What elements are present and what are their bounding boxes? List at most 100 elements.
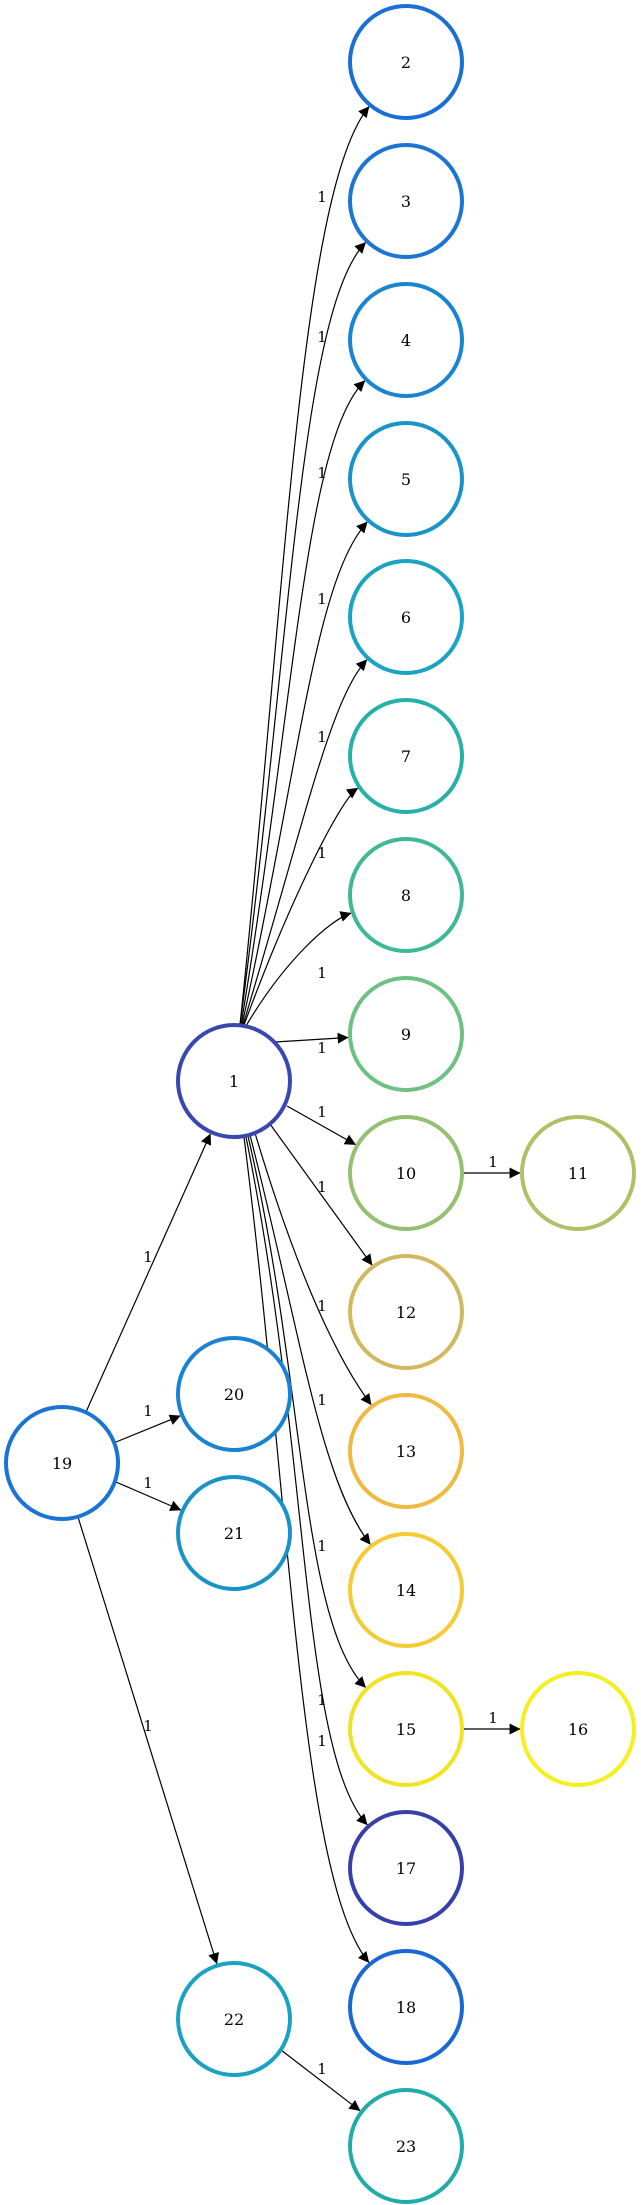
edge-line — [286, 1105, 356, 1146]
node-16[interactable]: 16 — [520, 1671, 636, 1787]
edge-line — [243, 1136, 370, 1963]
node-7[interactable]: 7 — [348, 698, 464, 814]
node-label: 21 — [224, 1524, 244, 1543]
edge-10-11: 1 — [462, 1153, 521, 1179]
edge-line — [280, 2049, 361, 2112]
edge-1-5: 1 — [241, 521, 368, 1026]
node-circle[interactable] — [348, 1671, 464, 1787]
node-9[interactable]: 9 — [348, 976, 464, 1092]
edge-1-15: 1 — [247, 1135, 366, 1688]
node-circle[interactable] — [176, 1023, 292, 1139]
node-label: 2 — [401, 53, 411, 72]
node-circle[interactable] — [348, 1949, 464, 2065]
node-label: 20 — [224, 1385, 244, 1404]
node-circle[interactable] — [348, 1393, 464, 1509]
edge-1-4: 1 — [240, 380, 366, 1026]
node-circle[interactable] — [520, 1671, 636, 1787]
edge-weight-label: 1 — [317, 328, 327, 346]
edge-1-2: 1 — [239, 106, 370, 1026]
edge-weight-label: 1 — [317, 590, 327, 608]
node-22[interactable]: 22 — [176, 1961, 292, 2077]
node-label: 19 — [52, 1454, 72, 1473]
edge-19-1: 1 — [85, 1133, 212, 1413]
edge-1-9: 1 — [274, 1032, 349, 1057]
edge-weight-label: 1 — [317, 188, 327, 206]
edge-line — [241, 521, 368, 1026]
node-13[interactable]: 13 — [348, 1393, 464, 1509]
node-23[interactable]: 23 — [348, 2088, 464, 2204]
node-circle[interactable] — [348, 837, 464, 953]
edge-1-7: 1 — [243, 787, 359, 1026]
node-label: 22 — [224, 2010, 244, 2029]
node-2[interactable]: 2 — [348, 4, 464, 120]
node-circle[interactable] — [520, 1115, 636, 1231]
node-circle[interactable] — [348, 976, 464, 1092]
node-6[interactable]: 6 — [348, 559, 464, 675]
node-circle[interactable] — [348, 143, 464, 259]
node-circle[interactable] — [348, 1532, 464, 1648]
node-10[interactable]: 10 — [348, 1115, 464, 1231]
node-label: 17 — [396, 1859, 416, 1878]
node-5[interactable]: 5 — [348, 421, 464, 537]
node-circle[interactable] — [4, 1405, 120, 1521]
edge-1-10: 1 — [286, 1103, 356, 1146]
node-circle[interactable] — [348, 1254, 464, 1370]
node-label: 12 — [396, 1303, 416, 1322]
node-circle[interactable] — [176, 1961, 292, 2077]
node-circle[interactable] — [348, 2088, 464, 2204]
node-circle[interactable] — [348, 4, 464, 120]
node-14[interactable]: 14 — [348, 1532, 464, 1648]
node-label: 3 — [401, 192, 411, 211]
edge-line — [240, 380, 366, 1026]
edge-1-6: 1 — [242, 659, 368, 1026]
node-11[interactable]: 11 — [520, 1115, 636, 1231]
node-19[interactable]: 19 — [4, 1405, 120, 1521]
node-3[interactable]: 3 — [348, 143, 464, 259]
edge-weight-label: 1 — [317, 464, 327, 482]
node-label: 15 — [396, 1720, 416, 1739]
node-label: 23 — [396, 2137, 416, 2156]
node-8[interactable]: 8 — [348, 837, 464, 953]
node-1[interactable]: 1 — [176, 1023, 292, 1139]
edge-weight-label: 1 — [317, 1178, 327, 1196]
node-circle[interactable] — [348, 421, 464, 537]
edge-weight-label: 1 — [317, 1391, 327, 1409]
edge-line — [247, 1135, 366, 1688]
edge-line — [249, 1134, 371, 1545]
edge-1-8: 1 — [245, 911, 352, 1027]
node-circle[interactable] — [348, 559, 464, 675]
node-label: 14 — [396, 1581, 416, 1600]
edge-weight-label: 1 — [488, 1153, 498, 1171]
edge-weight-label: 1 — [143, 1402, 153, 1420]
node-circle[interactable] — [348, 1115, 464, 1231]
edge-19-22: 1 — [77, 1516, 219, 1965]
node-circle[interactable] — [176, 1336, 292, 1452]
node-17[interactable]: 17 — [348, 1810, 464, 1926]
node-circle[interactable] — [348, 698, 464, 814]
edge-line — [115, 1481, 182, 1511]
edge-weight-label: 1 — [317, 1103, 327, 1121]
edge-1-18: 1 — [243, 1136, 370, 1963]
node-4[interactable]: 4 — [348, 282, 464, 398]
edge-line — [269, 1123, 373, 1266]
edge-weight-label: 1 — [317, 2060, 327, 2078]
node-circle[interactable] — [176, 1475, 292, 1591]
edge-line — [274, 1032, 349, 1044]
edge-19-20: 1 — [115, 1402, 181, 1443]
node-label: 6 — [401, 608, 411, 627]
node-circle[interactable] — [348, 1810, 464, 1926]
edge-weight-label: 1 — [317, 1297, 327, 1315]
node-15[interactable]: 15 — [348, 1671, 464, 1787]
node-20[interactable]: 20 — [176, 1336, 292, 1452]
node-12[interactable]: 12 — [348, 1254, 464, 1370]
node-18[interactable]: 18 — [348, 1949, 464, 2065]
edge-line — [245, 1136, 368, 1826]
node-circle[interactable] — [348, 282, 464, 398]
edge-1-14: 1 — [249, 1134, 371, 1545]
edge-line — [77, 1516, 219, 1965]
edge-1-12: 1 — [269, 1123, 373, 1266]
edge-weight-label: 1 — [317, 1732, 327, 1750]
node-21[interactable]: 21 — [176, 1475, 292, 1591]
